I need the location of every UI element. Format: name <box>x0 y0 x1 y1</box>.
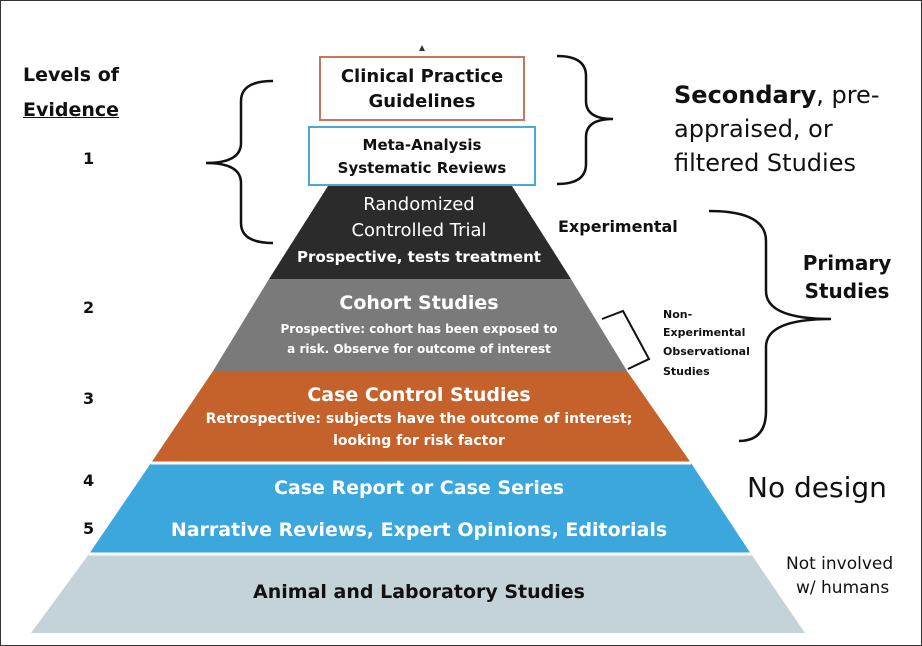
level-number-4: 4 <box>83 471 95 490</box>
case-control-title: Case Control Studies <box>307 384 531 406</box>
secondary-brace <box>556 54 614 186</box>
not-involved-line2: w/ humans <box>796 578 890 598</box>
non-experimental-line1: Non- <box>663 308 693 321</box>
cohort-band <box>213 279 627 371</box>
level-number-5: 5 <box>83 519 95 538</box>
experimental-label: Experimental <box>558 217 678 236</box>
rct-line1: Randomized <box>363 194 475 215</box>
rct-sub: Prospective, tests treatment <box>297 248 541 266</box>
levels-header-line2: Evidence <box>23 99 120 121</box>
case-control-band <box>151 371 691 463</box>
guidelines-line2: Guidelines <box>368 91 476 112</box>
non-experimental-line3: Observational <box>663 345 750 358</box>
rct-band <box>269 186 571 279</box>
secondary-label-line2: appraised, or <box>674 115 833 143</box>
level-number-1: 1 <box>83 149 95 168</box>
case-report-band <box>89 463 751 554</box>
primary-label-line2: Studies <box>804 279 890 303</box>
pyramid-apex <box>419 45 425 51</box>
non-experimental-bracket <box>601 309 651 370</box>
non-experimental-line2: Experimental <box>663 326 746 339</box>
meta-line1: Meta-Analysis <box>362 136 482 154</box>
no-design-label: No design <box>747 471 887 504</box>
secondary-label-line3: filtered Studies <box>674 149 856 177</box>
level-number-2: 2 <box>83 298 95 317</box>
primary-label-line1: Primary <box>802 251 892 275</box>
secondary-bold: Secondary <box>674 81 817 109</box>
cohort-sub2: a risk. Observe for outcome of interest <box>287 342 551 356</box>
cohort-sub1: Prospective: cohort has been exposed to <box>280 322 558 336</box>
rct-line2: Controlled Trial <box>351 220 487 241</box>
primary-brace <box>708 209 832 443</box>
case-report-title: Case Report or Case Series <box>273 477 565 499</box>
left-brace <box>205 79 274 245</box>
meta-analysis-box: Meta-Analysis Systematic Reviews <box>308 126 536 186</box>
animal-title: Animal and Laboratory Studies <box>253 581 585 603</box>
guidelines-box: Clinical Practice Guidelines <box>319 56 525 121</box>
non-experimental-line4: Studies <box>663 365 710 378</box>
not-involved-line1: Not involved <box>786 554 894 574</box>
levels-header-line1: Levels of <box>23 64 120 86</box>
case-control-sub1: Retrospective: subjects have the outcome… <box>205 411 633 427</box>
level-number-3: 3 <box>83 389 95 408</box>
case-control-sub2: looking for risk factor <box>333 433 505 449</box>
guidelines-line1: Clinical Practice <box>340 66 504 87</box>
secondary-label-line1: Secondary, pre- <box>674 81 879 109</box>
animal-band <box>31 554 805 633</box>
secondary-rest: , pre- <box>816 81 880 109</box>
narrative-title: Narrative Reviews, Expert Opinions, Edit… <box>170 519 668 541</box>
cohort-title: Cohort Studies <box>339 292 499 314</box>
meta-line2: Systematic Reviews <box>337 159 507 177</box>
